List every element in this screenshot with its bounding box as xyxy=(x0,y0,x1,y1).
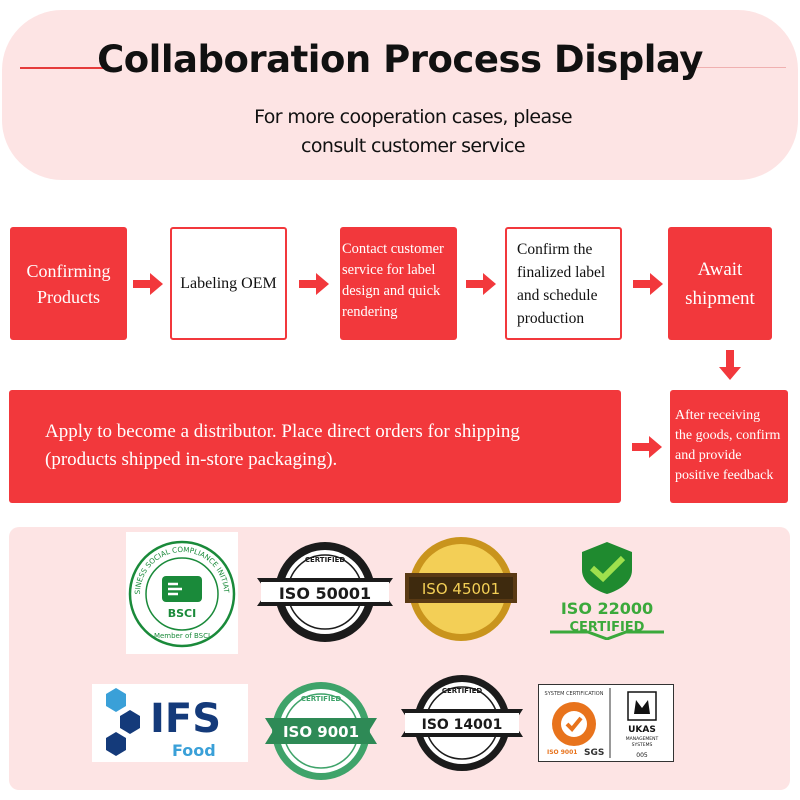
iso-14001-badge: CERTIFIED ISO 14001 xyxy=(401,673,523,773)
step-text: Await xyxy=(697,258,743,280)
step-text: design and quick xyxy=(342,283,441,299)
step-text: After receiving xyxy=(675,408,761,423)
arrow-right-icon xyxy=(133,273,163,295)
iso-45001-badge: ISO 45001 xyxy=(403,535,519,643)
page-title: Collaboration Process Display xyxy=(97,38,703,81)
svg-text:Member of BSCI: Member of BSCI xyxy=(154,632,210,640)
step-text: positive feedback xyxy=(675,468,774,483)
step-text: the goods, confirm xyxy=(675,428,781,443)
distributor-text: (products shipped in-store packaging). xyxy=(45,449,338,470)
svg-text:MANAGEMENT: MANAGEMENT xyxy=(626,736,659,742)
arrow-right-icon xyxy=(466,273,496,295)
svg-text:BSCI: BSCI xyxy=(168,607,196,620)
step-text: rendering xyxy=(342,304,398,320)
arrow-right-icon xyxy=(633,273,663,295)
svg-text:ISO 50001: ISO 50001 xyxy=(279,584,371,603)
step-positive-feedback: After receiving the goods, confirm and p… xyxy=(670,390,788,503)
step-confirm-finalized-label: Confirm the finalized label and schedule… xyxy=(505,227,622,340)
iso-50001-badge: CERTIFIED ISO 50001 xyxy=(257,540,393,644)
bsci-logo: BUSINESS SOCIAL COMPLIANCE INITIATIVE BS… xyxy=(126,532,238,654)
svg-text:CERTIFIED: CERTIFIED xyxy=(301,695,342,703)
step-text: Contact customer xyxy=(342,241,444,257)
step-text: shipment xyxy=(685,287,755,309)
svg-text:ISO 14001: ISO 14001 xyxy=(422,717,503,733)
distributor-banner: Apply to become a distributor. Place dir… xyxy=(9,390,621,503)
svg-text:SYSTEM CERTIFICATION: SYSTEM CERTIFICATION xyxy=(545,691,604,697)
svg-text:Food: Food xyxy=(172,741,216,760)
step-text: Labeling OEM xyxy=(180,274,277,292)
step-text: Confirming xyxy=(26,260,111,281)
svg-text:IFS: IFS xyxy=(150,696,221,742)
arrow-right-icon xyxy=(632,436,662,458)
step-text: service for label xyxy=(342,262,436,278)
step-await-shipment: Await shipment xyxy=(668,227,772,340)
svg-text:UKAS: UKAS xyxy=(628,725,656,735)
svg-text:ISO 9001: ISO 9001 xyxy=(547,749,577,756)
svg-text:005: 005 xyxy=(636,752,648,759)
svg-text:SYSTEMS: SYSTEMS xyxy=(632,742,653,748)
subtitle-line-2: consult customer service xyxy=(301,135,526,157)
step-text: Products xyxy=(37,286,100,307)
arrow-right-icon xyxy=(299,273,329,295)
iso-9001-badge: CERTIFIED ISO 9001 xyxy=(265,680,377,782)
step-labeling-oem: Labeling OEM xyxy=(170,227,287,340)
sgs-ukas-certificate: SYSTEM CERTIFICATION ISO 9001 SGS UKAS M… xyxy=(538,684,674,762)
svg-text:ISO 22000: ISO 22000 xyxy=(561,599,653,618)
title-rule-left xyxy=(20,67,110,69)
svg-text:CERTIFIED: CERTIFIED xyxy=(305,556,346,564)
step-text: production xyxy=(517,309,585,327)
iso-22000-badge: ISO 22000 CERTIFIED xyxy=(548,540,666,640)
header-panel xyxy=(2,10,798,180)
ifs-food-logo: IFS Food xyxy=(92,684,248,762)
svg-text:ISO 45001: ISO 45001 xyxy=(422,580,500,598)
svg-text:ISO 9001: ISO 9001 xyxy=(283,723,359,741)
step-text: and provide xyxy=(675,448,742,463)
step-text: finalized label xyxy=(517,263,606,281)
svg-text:CERTIFIED: CERTIFIED xyxy=(442,687,483,695)
step-text: and schedule xyxy=(517,286,598,304)
title-rule-right xyxy=(692,67,786,68)
subtitle-line-1: For more cooperation cases, please xyxy=(254,106,572,128)
step-text: Confirm the xyxy=(517,240,593,258)
arrow-down-icon xyxy=(719,350,741,380)
step-contact-customer-service: Contact customer service for label desig… xyxy=(340,227,457,340)
distributor-text: Apply to become a distributor. Place dir… xyxy=(45,421,520,442)
svg-text:SGS: SGS xyxy=(584,748,604,758)
